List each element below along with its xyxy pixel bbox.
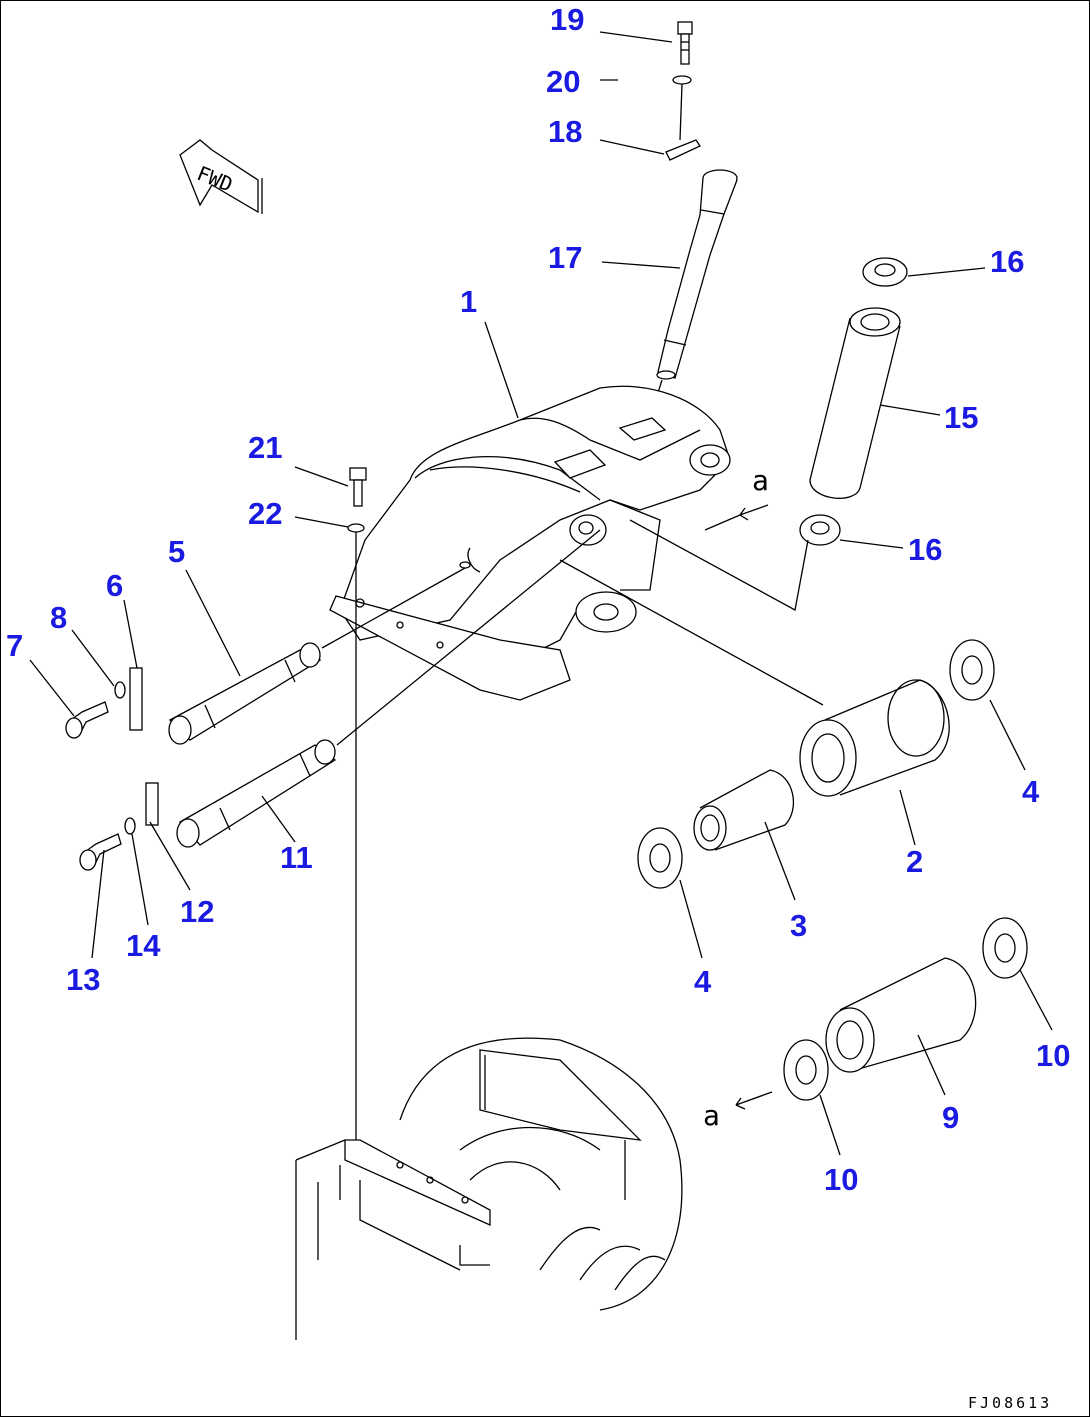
washer-8 [114,681,126,699]
callout-3: 3 [790,908,807,943]
bolt-19 [677,21,693,65]
callout-8: 8 [50,600,67,635]
callout-6: 6 [106,568,123,603]
callout-labels: 19 20 18 17 16 1 15 21 22 16 5 6 8 7 4 1… [6,2,1070,1197]
callout-1: 1 [460,284,477,319]
bolt-13 [79,833,122,871]
bushing-2 [799,679,950,797]
bolt-7 [65,701,109,739]
callout-15: 15 [944,400,978,435]
callout-10-right: 10 [1036,1038,1070,1073]
tube-15 [809,307,901,499]
bushing-9 [825,957,977,1073]
callout-10-left: 10 [824,1162,858,1197]
fwd-arrow-icon: FWD [179,139,263,214]
bolt-21 [349,467,367,507]
plate-6 [129,667,143,731]
callout-12: 12 [180,894,214,929]
view-marker-lower: a [703,1099,720,1132]
callout-2: 2 [906,844,923,879]
callout-19: 19 [550,2,584,37]
fwd-label: FWD [194,161,236,197]
pin-17 [656,169,738,380]
washer-22 [347,523,365,533]
callout-14: 14 [126,928,161,963]
seal-4-lower [637,827,683,889]
callout-5: 5 [168,534,185,569]
pin-5 [168,642,322,745]
callout-21: 21 [248,430,282,465]
callout-17: 17 [548,240,582,275]
washer-14 [124,817,136,835]
drawing-code: FJ08613 [968,1394,1052,1412]
sleeve-3 [693,769,795,851]
plate-12 [145,782,159,826]
collar-16-bottom [799,514,841,546]
callout-7: 7 [6,628,23,663]
plate-18 [665,139,701,161]
callout-18: 18 [548,114,582,149]
leader-lines [29,31,1053,1156]
seal-10-left [783,1039,829,1101]
view-marker-upper: a [752,464,769,497]
callout-16-top: 16 [990,244,1024,279]
bracket-1 [329,385,731,701]
callout-20: 20 [546,64,580,99]
seal-4-upper [949,639,995,701]
callout-4-right: 4 [1022,774,1040,809]
callout-16-bottom: 16 [908,532,942,567]
seal-10-right [982,917,1028,979]
callout-9: 9 [942,1100,959,1135]
callout-13: 13 [66,962,100,997]
callout-4-left: 4 [694,964,712,999]
callout-11: 11 [280,840,313,875]
callout-22: 22 [248,496,282,531]
axle-housing [295,1037,683,1340]
washer-20 [672,75,692,85]
pin-11 [176,739,337,848]
collar-16-top [862,257,908,287]
